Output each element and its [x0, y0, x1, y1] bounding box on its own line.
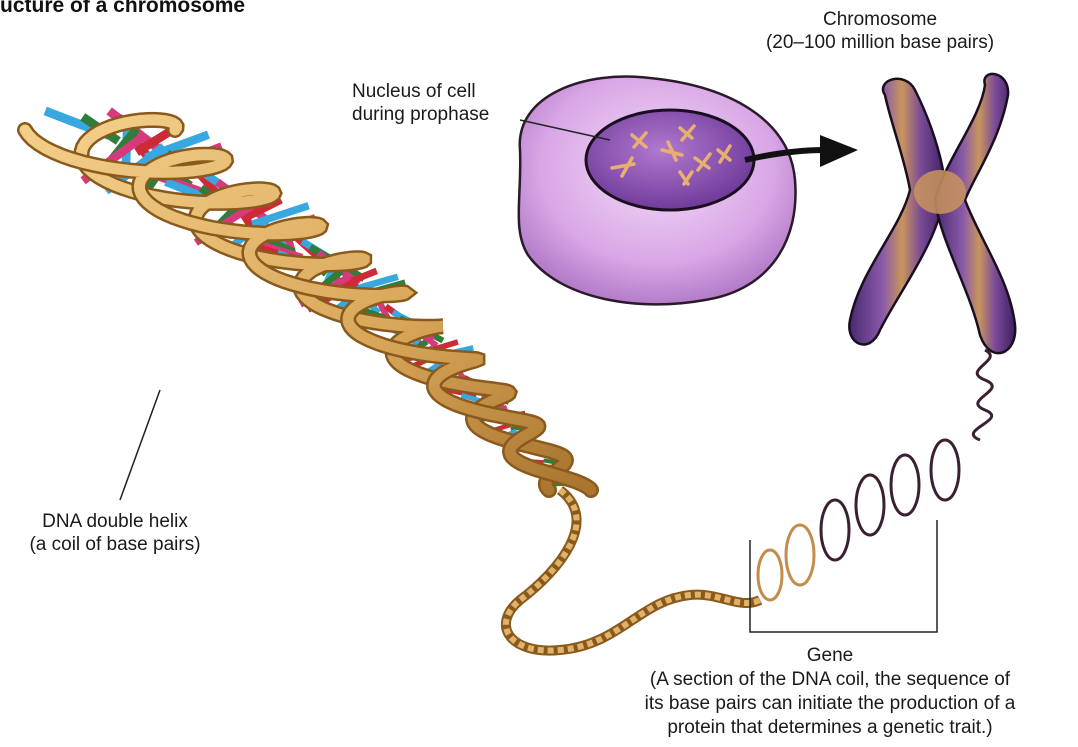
- gene-label-title: Gene: [590, 644, 1070, 668]
- chromosome-label-line-2: (20–100 million base pairs): [730, 31, 1030, 54]
- gene-label-line-2: its base pairs can initiate the producti…: [590, 692, 1070, 716]
- chromosome-label-line-1: Chromosome: [730, 8, 1030, 31]
- chromosome: [849, 74, 1015, 353]
- nucleus-label-line-1: Nucleus of cell: [352, 80, 489, 103]
- page-title: ucture of a chromosome: [0, 0, 245, 18]
- gene-label-line-3: protein that determines a genetic trait.…: [590, 716, 1070, 740]
- gene-label-line-1: (A section of the DNA coil, the sequence…: [590, 668, 1070, 692]
- dna-pointer: [120, 390, 160, 500]
- dna-label: DNA double helix (a coil of base pairs): [5, 510, 225, 556]
- chromosome-label: Chromosome (20–100 million base pairs): [730, 8, 1030, 54]
- dna-label-line-2: (a coil of base pairs): [5, 533, 225, 556]
- nucleus: [586, 110, 754, 210]
- nucleus-label-line-2: during prophase: [352, 103, 489, 126]
- dna-double-helix: [25, 111, 591, 490]
- dna-label-line-1: DNA double helix: [5, 510, 225, 533]
- dna-tail: [506, 490, 760, 651]
- chromatin-coil: [758, 350, 992, 600]
- nucleus-label: Nucleus of cell during prophase: [352, 80, 489, 126]
- gene-label: Gene (A section of the DNA coil, the seq…: [590, 644, 1070, 740]
- gene-bracket: [750, 520, 937, 632]
